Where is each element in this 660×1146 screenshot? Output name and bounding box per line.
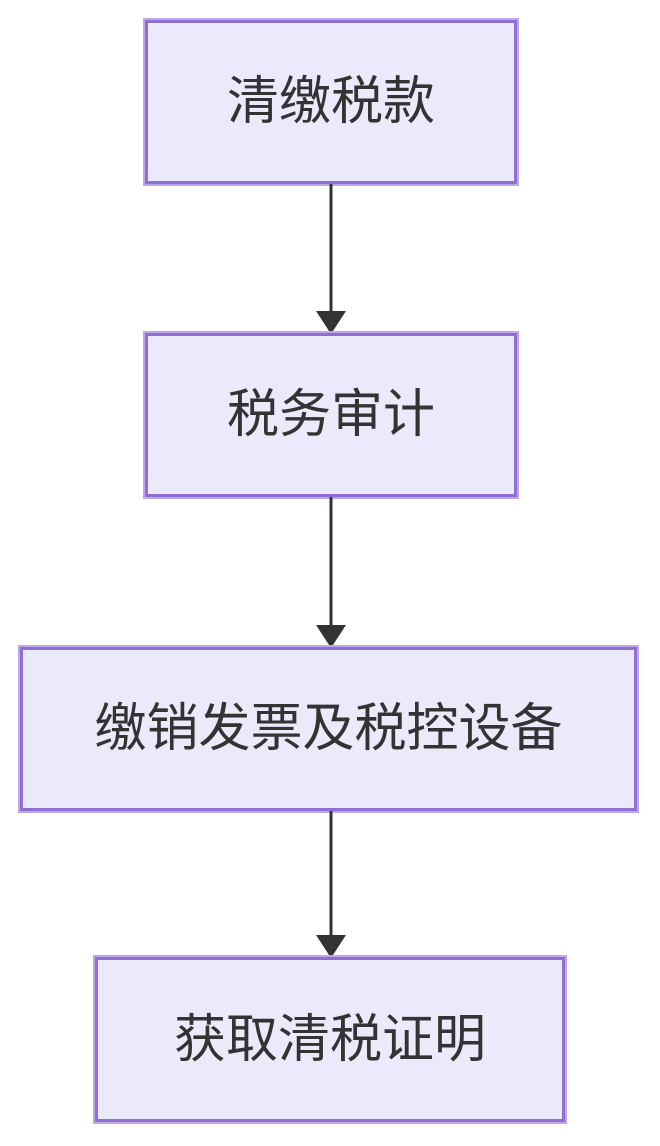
edge-step2-to-step3 [316, 497, 346, 648]
node-tax-audit: 税务审计 [145, 333, 517, 497]
node-label: 清缴税款 [226, 73, 435, 131]
edge-step1-to-step2 [316, 184, 346, 334]
node-obtain-tax-clearance-certificate: 获取清税证明 [95, 957, 565, 1122]
arrowhead-down-icon [316, 935, 346, 958]
node-label: 税务审计 [226, 386, 435, 444]
edge-line [329, 811, 333, 938]
edge-step3-to-step4 [316, 811, 346, 958]
node-label: 缴销发票及税控设备 [94, 700, 563, 758]
node-cancel-invoices-and-tax-control-devices: 缴销发票及税控设备 [20, 647, 637, 811]
arrowhead-down-icon [316, 625, 346, 648]
node-pay-off-taxes: 清缴税款 [145, 20, 517, 184]
edge-line [329, 497, 333, 628]
node-label: 获取清税证明 [173, 1010, 486, 1069]
arrowhead-down-icon [316, 311, 346, 334]
edge-line [329, 184, 333, 314]
